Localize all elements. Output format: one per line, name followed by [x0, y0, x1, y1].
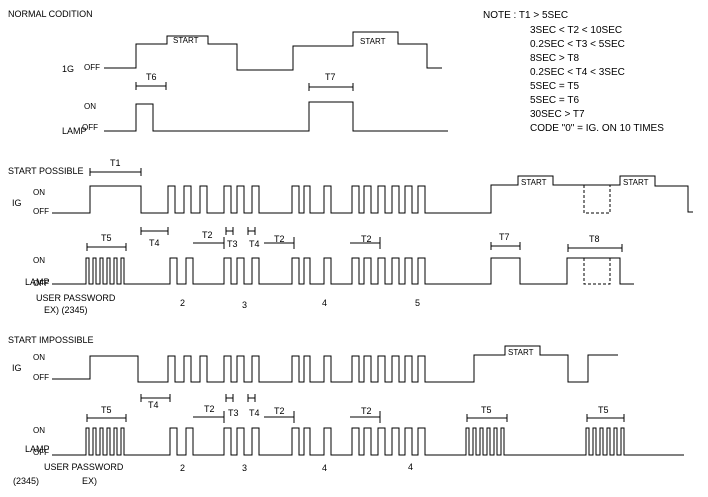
- level-label-on: ON: [33, 426, 45, 435]
- timing-notes: NOTE : T1 > 5SEC 3SEC < T2 < 10SEC 0.2SE…: [483, 10, 664, 134]
- password-example-number: (2345): [13, 476, 39, 486]
- level-label-off: OFF: [33, 448, 49, 457]
- password-example: EX) (2345): [44, 305, 88, 315]
- timing-label-t2: T2: [361, 234, 372, 244]
- section-title-start-impossible: START IMPOSSIBLE: [8, 335, 94, 345]
- normal-lamp-signal: ON LAMP OFF: [62, 101, 448, 136]
- possible-timing-markers: T5 T4 T2 T3 T4 T2 T2 T7: [86, 227, 623, 252]
- level-label-off: OFF: [33, 373, 49, 382]
- digit-label: 4: [408, 462, 413, 472]
- note-line: 0.2SEC < T4 < 3SEC: [530, 67, 625, 78]
- normal-t6-marker: T6: [135, 72, 167, 90]
- possible-password-labels: USER PASSWORD EX) (2345) 2 3 4 5: [36, 293, 420, 315]
- timing-label-t4: T4: [148, 400, 159, 410]
- timing-label-t5: T5: [101, 405, 112, 415]
- impossible-ig-signal: ON IG OFF START: [12, 345, 618, 383]
- note-line: 30SEC > T7: [530, 109, 585, 120]
- level-label-on: ON: [33, 188, 45, 197]
- possible-t1-marker: T1: [89, 158, 142, 176]
- possible-ig-signal: ON IG OFF START START: [12, 175, 693, 216]
- user-password-label: USER PASSWORD: [44, 462, 124, 472]
- timing-label-t4: T4: [249, 408, 260, 418]
- user-password-label: USER PASSWORD: [36, 293, 116, 303]
- timing-label-t8: T8: [589, 234, 600, 244]
- timing-label-t5: T5: [481, 405, 492, 415]
- signal-label-ig: IG: [12, 198, 22, 208]
- digit-label: 3: [242, 463, 247, 473]
- normal-ig-signal: 1G OFF START START: [62, 31, 442, 74]
- level-label-off: OFF: [82, 123, 98, 132]
- signal-label-ig: IG: [12, 363, 22, 373]
- timing-label-t2: T2: [274, 234, 285, 244]
- level-label-on: ON: [84, 102, 96, 111]
- level-label-off: OFF: [84, 63, 100, 72]
- start-label: START: [623, 178, 649, 187]
- start-label: START: [521, 178, 547, 187]
- timing-label-t2: T2: [204, 404, 215, 414]
- level-label-on: ON: [33, 256, 45, 265]
- start-label: START: [360, 37, 386, 46]
- digit-label: 5: [415, 298, 420, 308]
- start-label: START: [173, 36, 199, 45]
- level-label-on: ON: [33, 353, 45, 362]
- signal-label-lamp: LAMP: [25, 444, 50, 454]
- note-line: 0.2SEC < T3 < 5SEC: [530, 39, 625, 50]
- timing-label-t4: T4: [249, 239, 260, 249]
- digit-label: 2: [180, 298, 185, 308]
- signal-label-ig: 1G: [62, 64, 74, 74]
- digit-label: 2: [180, 463, 185, 473]
- note-line: 5SEC = T5: [530, 81, 579, 92]
- note-line: 5SEC = T6: [530, 95, 579, 106]
- section-title-start-possible: START POSSIBLE: [8, 166, 84, 176]
- timing-label-t2: T2: [274, 406, 285, 416]
- timing-label-t2: T2: [202, 230, 213, 240]
- level-label-off: OFF: [33, 207, 49, 216]
- section-title-normal: NORMAL CODITION: [8, 9, 93, 19]
- impossible-timing-markers: T5 T4 T2 T3 T4 T2 T2 T5: [86, 394, 625, 423]
- timing-label-t5: T5: [101, 233, 112, 243]
- timing-label-t5: T5: [598, 405, 609, 415]
- impossible-lamp-signal: ON LAMP OFF: [25, 426, 684, 457]
- timing-label-t2: T2: [361, 406, 372, 416]
- start-label: START: [508, 348, 534, 357]
- note-line-t1: NOTE : T1 > 5SEC: [483, 10, 568, 21]
- digit-label: 4: [322, 298, 327, 308]
- note-line: CODE "0" = IG. ON 10 TIMES: [530, 123, 664, 134]
- timing-label-t7: T7: [499, 232, 510, 242]
- timing-label-t1: T1: [110, 158, 121, 168]
- timing-label-t3: T3: [227, 239, 238, 249]
- signal-label-lamp: LAMP: [25, 277, 50, 287]
- digit-label: 4: [322, 463, 327, 473]
- signal-label-lamp: LAMP: [62, 126, 87, 136]
- note-line: 3SEC < T2 < 10SEC: [530, 25, 622, 36]
- normal-t7-marker: T7: [308, 72, 354, 91]
- possible-lamp-signal: ON LAMP OFF: [25, 256, 634, 288]
- level-label-off: OFF: [33, 279, 49, 288]
- timing-label-t6: T6: [146, 72, 157, 82]
- digit-label: 3: [242, 300, 247, 310]
- timing-label-t4: T4: [149, 238, 160, 248]
- impossible-password-labels: USER PASSWORD (2345) EX) 2 3 4 4: [13, 462, 413, 486]
- timing-label-t7: T7: [325, 72, 336, 82]
- timing-label-t3: T3: [228, 408, 239, 418]
- password-example-ex: EX): [82, 476, 97, 486]
- note-line: 8SEC > T8: [530, 53, 579, 64]
